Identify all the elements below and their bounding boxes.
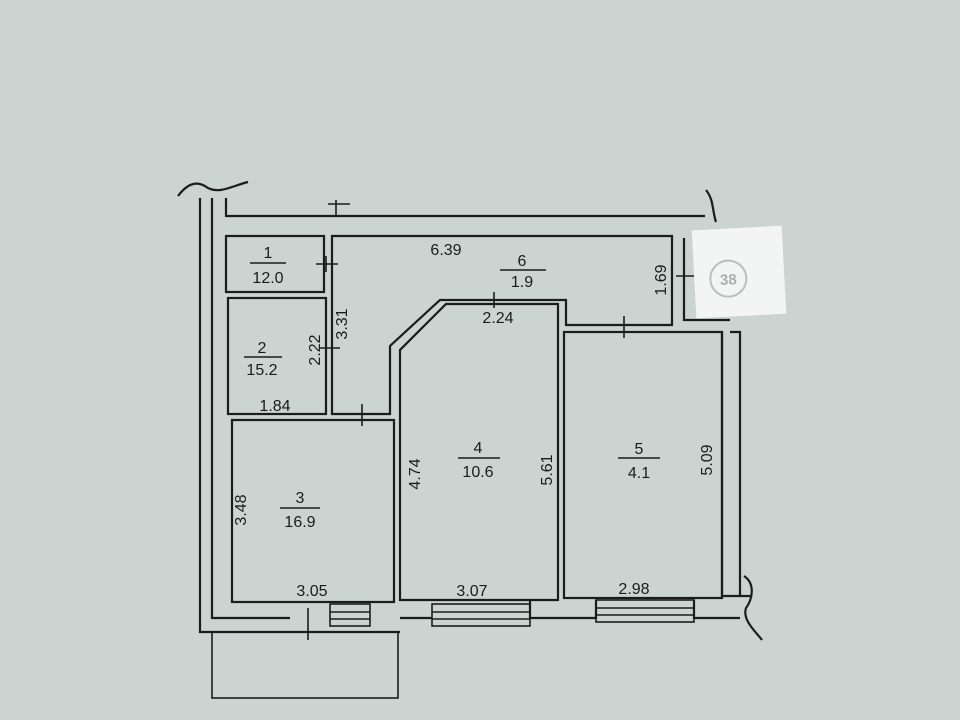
room-2-outline [562, 330, 724, 600]
balcony-outline [211, 631, 399, 699]
room-5-label: 2 15.2 [244, 340, 282, 379]
room-area: 12.0 [252, 270, 283, 287]
room-number: 1 [264, 245, 273, 262]
sticker-label: 38 [720, 271, 738, 289]
room-3-outline [398, 302, 560, 602]
room-4-outline [230, 418, 396, 604]
room-2-label: 5 4.1 [618, 441, 660, 482]
dimension-label: 2.98 [618, 581, 649, 598]
room-number: 6 [518, 253, 527, 270]
room-area: 4.1 [628, 465, 650, 482]
dimension-label: 1.84 [259, 398, 290, 415]
dimension-label: 1.69 [653, 264, 670, 295]
room-4-label: 3 16.9 [280, 490, 320, 531]
dimension-label: 4.74 [407, 458, 424, 489]
dimension-label: 5.09 [699, 444, 716, 475]
room-6-label: 1 12.0 [250, 245, 286, 287]
room-number: 5 [635, 441, 644, 458]
door-marks [307, 200, 694, 640]
dimension-label: 2.22 [307, 334, 324, 365]
dimension-label: 3.05 [296, 583, 327, 600]
room-5-outline [226, 296, 328, 416]
room-number: 4 [474, 440, 483, 457]
dimension-label: 5.61 [539, 454, 556, 485]
room-1-label: 6 1.9 [500, 253, 546, 291]
room-area: 15.2 [246, 362, 277, 379]
room-area: 10.6 [462, 464, 493, 481]
dimension-label: 3.48 [233, 494, 250, 525]
room-3-label: 4 10.6 [458, 440, 500, 481]
dimension-label: 3.07 [456, 583, 487, 600]
room-area: 1.9 [511, 274, 533, 291]
dimension-label: 3.31 [334, 308, 351, 339]
room-number: 2 [258, 340, 267, 357]
window-frames [329, 599, 695, 627]
dimension-label: 6.39 [430, 242, 461, 259]
sticker: 38 [691, 225, 787, 319]
room-number: 3 [296, 490, 305, 507]
dimension-label: 2.24 [482, 310, 513, 327]
room-area: 16.9 [284, 514, 315, 531]
